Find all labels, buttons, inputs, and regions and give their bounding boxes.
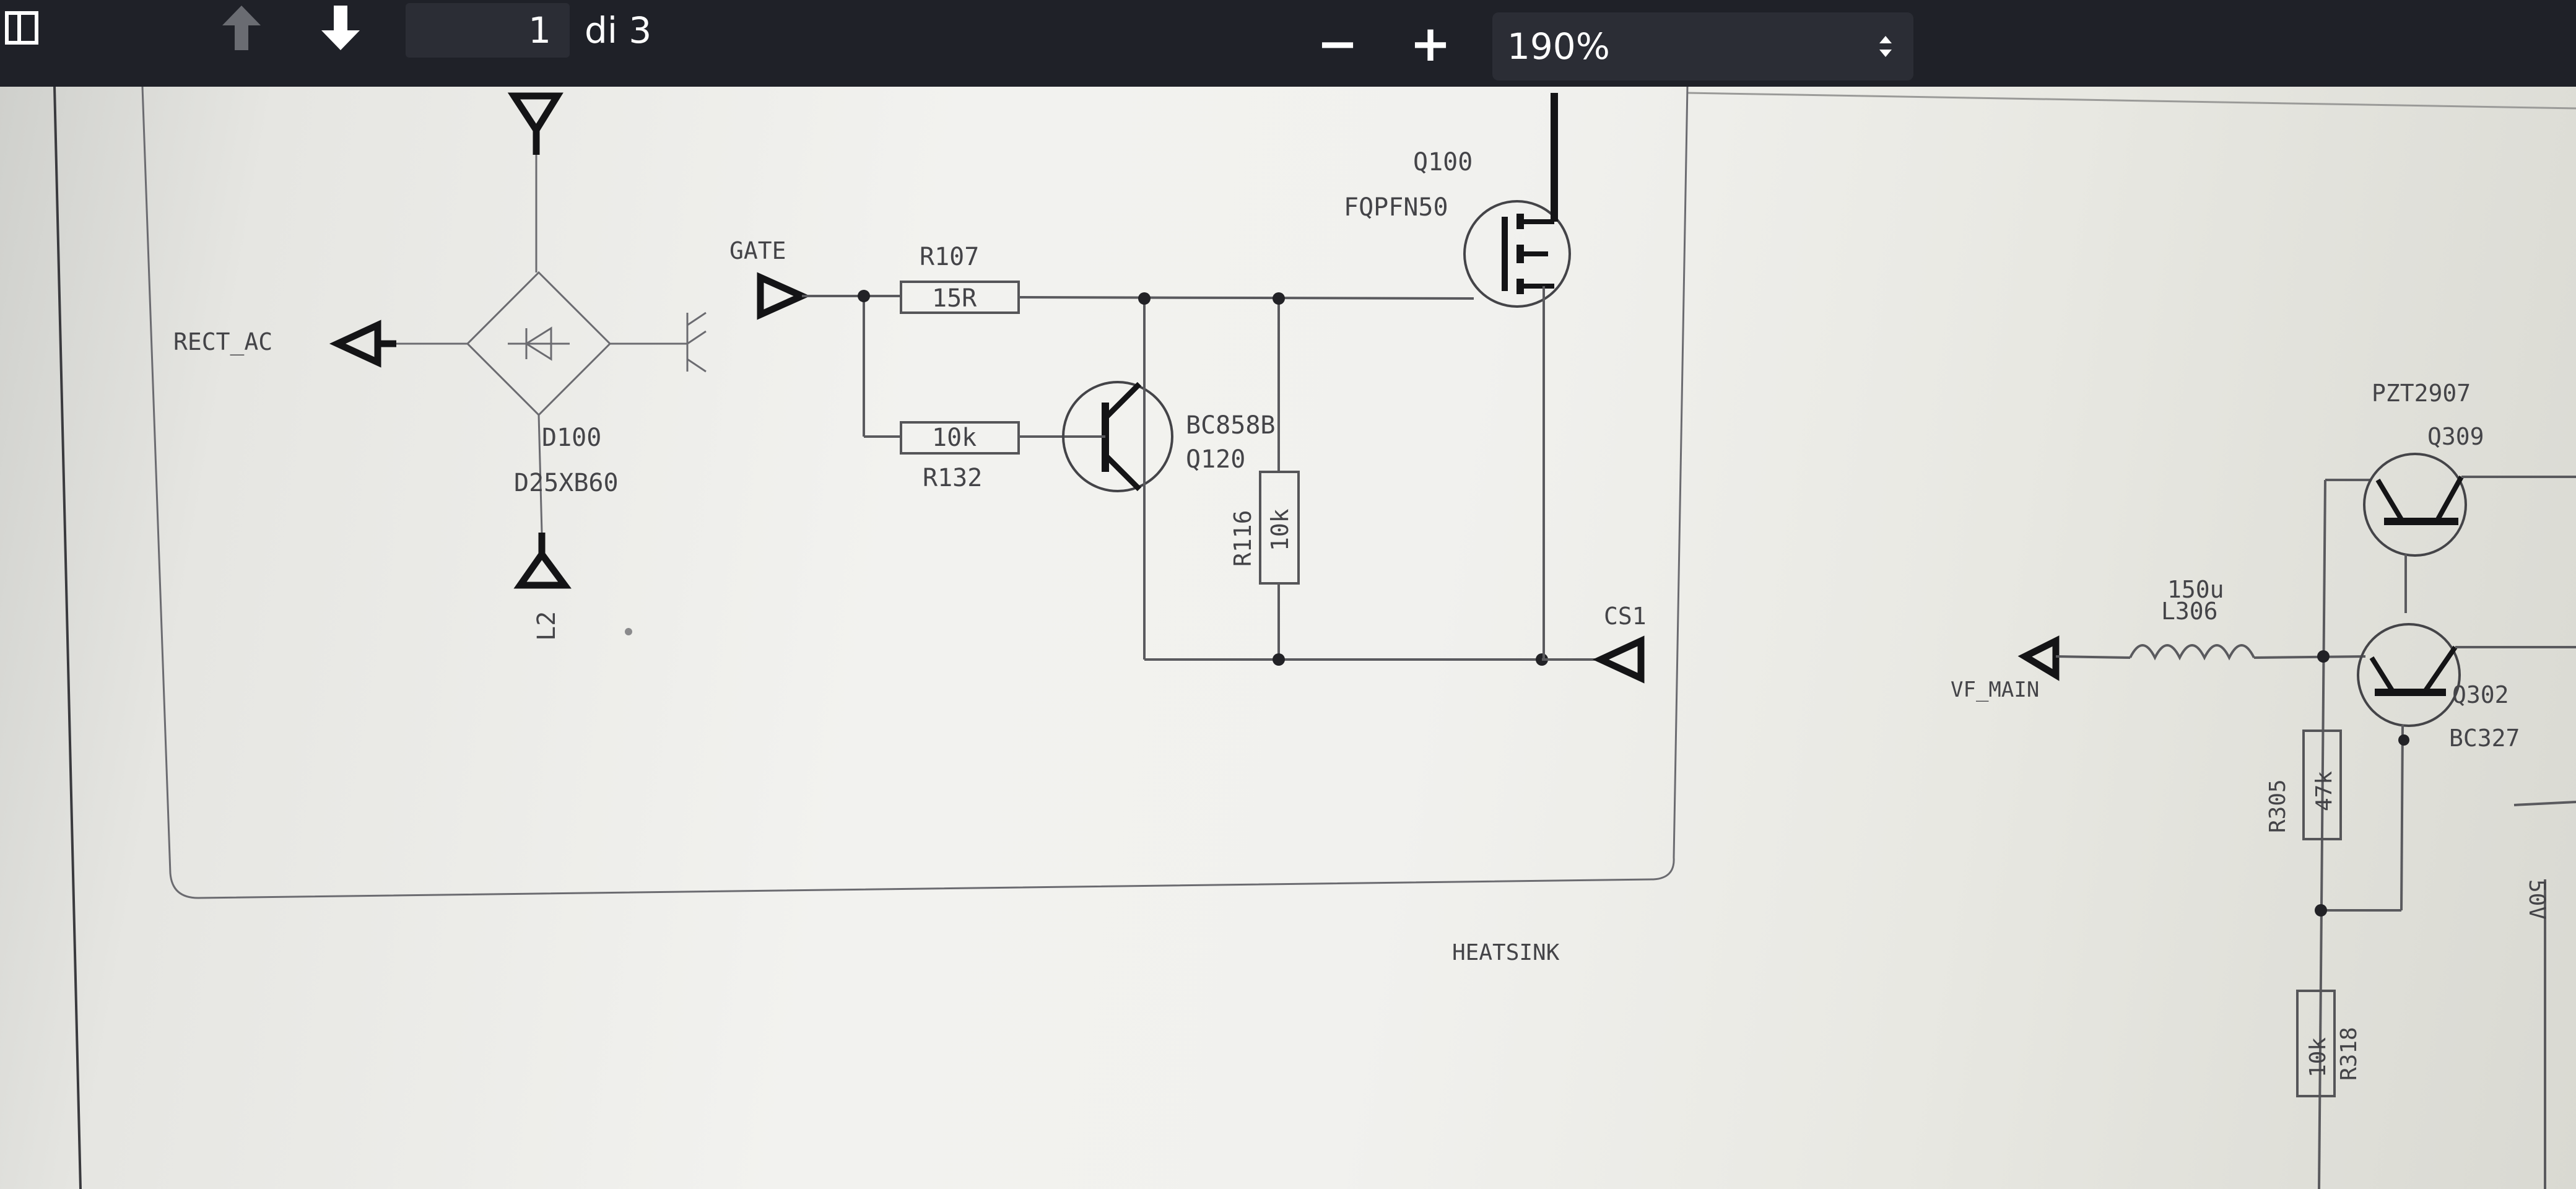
label-heatsink: HEATSINK [1452,940,1560,965]
port-l2 [513,533,572,589]
label-rect-ac: RECT_AC [173,328,272,356]
label-q120-ref: Q120 [1186,445,1245,474]
label-edge-text: 50V [2524,879,2549,920]
page-total-label: di 3 [585,9,652,51]
bridge-rectifier-d100 [378,155,707,533]
port-top-arrow [507,92,564,155]
page-edge-left [53,87,82,1189]
arrow-up-icon [222,6,261,50]
label-r107-val: 15R [932,284,977,313]
label-q100-part: FQPFN50 [1344,193,1448,222]
label-r116-ref: R116 [1229,510,1256,567]
label-r116-val: 10k [1266,508,1294,551]
label-r132-ref: R132 [923,464,982,492]
port-cs1 [1592,635,1645,684]
previous-page-button[interactable] [214,0,269,56]
label-q100-ref: Q100 [1413,148,1473,176]
mosfet-q100 [1463,200,1571,308]
label-r305-ref: R305 [2265,779,2291,833]
port-rect-ac [329,320,396,368]
label-q309-ref: Q309 [2427,423,2484,450]
transistor-q120 [1062,381,1173,492]
zoom-level-value: 190% [1507,25,1610,68]
label-r318-ref: R318 [2336,1027,2362,1081]
inductor-l306 [2129,644,2255,661]
pdf-viewer-toolbar: 1 di 3 − + 190% [0,0,2576,87]
transistor-q302 [2357,623,2576,727]
label-l306-val: 150u [2167,576,2224,603]
page-number-input[interactable]: 1 [406,3,570,58]
label-vf-main: VF_MAIN [1951,677,2039,702]
label-pzt-part: PZT2907 [2372,380,2471,407]
label-r132-val: 10k [932,424,977,452]
label-r318-val: 10k [2305,1037,2331,1078]
label-r305-val: 47k [2312,771,2337,811]
label-q302-ref: Q302 [2452,681,2509,708]
arrow-down-icon [321,6,360,50]
heatsink-frame [141,87,1689,899]
label-r107-ref: R107 [920,243,979,271]
document-view[interactable]: RECT_AC D100 D25XB60 L2 GATE R107 15R 10… [0,87,2576,1189]
resistor-r318 [2296,990,2336,1097]
port-vf-main [2017,635,2060,681]
zoom-level-select[interactable]: 190% [1492,12,1913,81]
page-edge-right [1687,92,2576,110]
next-page-button[interactable] [313,0,368,56]
label-l2: L2 [533,611,561,641]
label-l306-ref: L306 [2161,598,2218,625]
port-gate [757,272,811,320]
transistor-q309 [2363,453,2576,557]
label-cs1: CS1 [1604,603,1647,630]
schematic-drawing: RECT_AC D100 D25XB60 L2 GATE R107 15R 10… [53,87,2576,1189]
select-arrows-icon [1879,36,1892,57]
label-d100-ref: D100 [542,424,601,452]
junction-dots [625,290,1548,666]
label-d100-part: D25XB60 [514,469,619,497]
zoom-in-button[interactable]: + [1409,14,1451,72]
label-gate: GATE [729,237,786,264]
sidebar-toggle-icon [5,11,38,45]
label-q302-part: BC327 [2449,725,2520,752]
resistor-r305 [2302,730,2342,840]
sidebar-toggle-button[interactable] [0,3,43,53]
label-q120-part: BC858B [1186,411,1276,440]
zoom-out-button[interactable]: − [1316,14,1359,72]
